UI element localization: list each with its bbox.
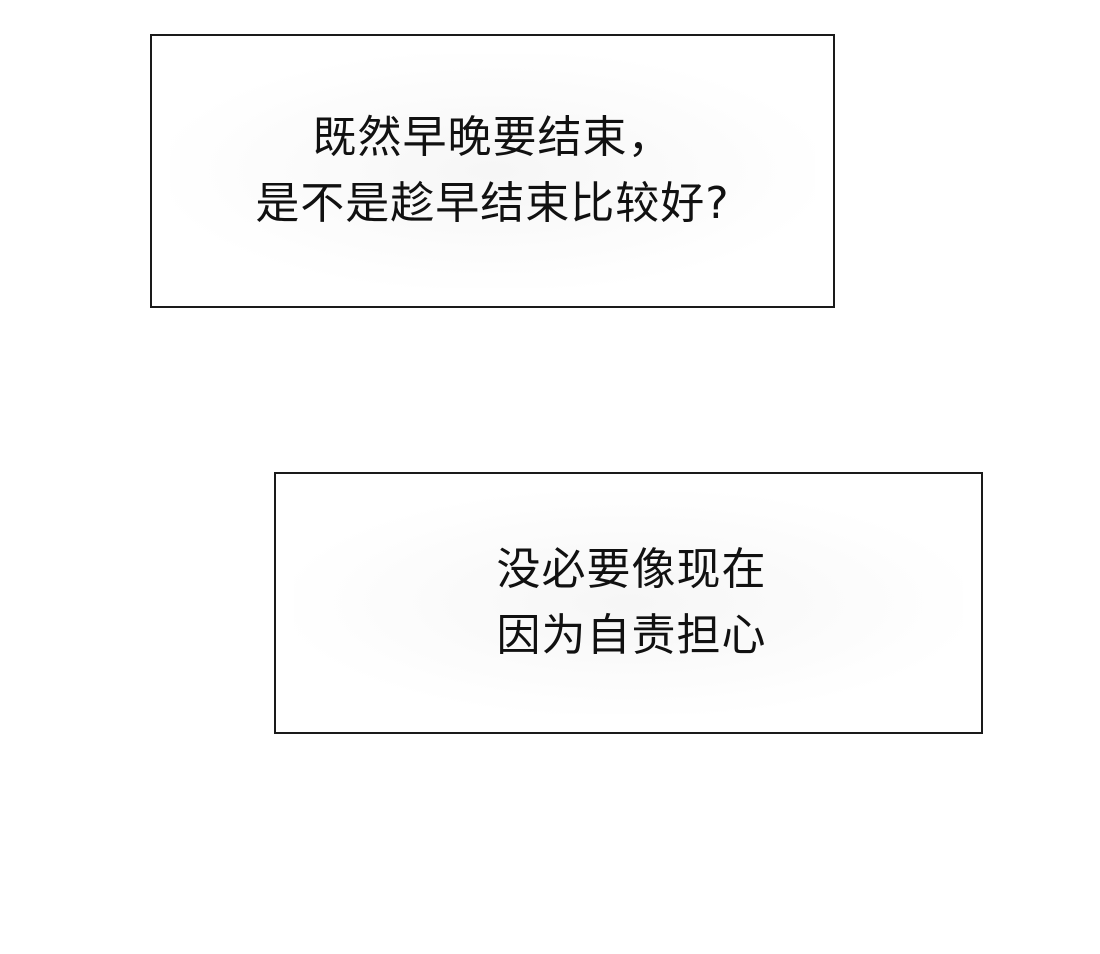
caption-line: 因为自责担心	[496, 610, 767, 661]
caption-box-top: 既然早晚要结束， 是不是趁早结束比较好?	[150, 34, 835, 308]
caption-line: 没必要像现在	[496, 544, 767, 595]
caption-line: 是不是趁早结束比较好?	[255, 178, 730, 229]
caption-box-bottom: 没必要像现在 因为自责担心	[274, 472, 983, 734]
caption-line: 既然早晚要结束，	[312, 112, 673, 163]
